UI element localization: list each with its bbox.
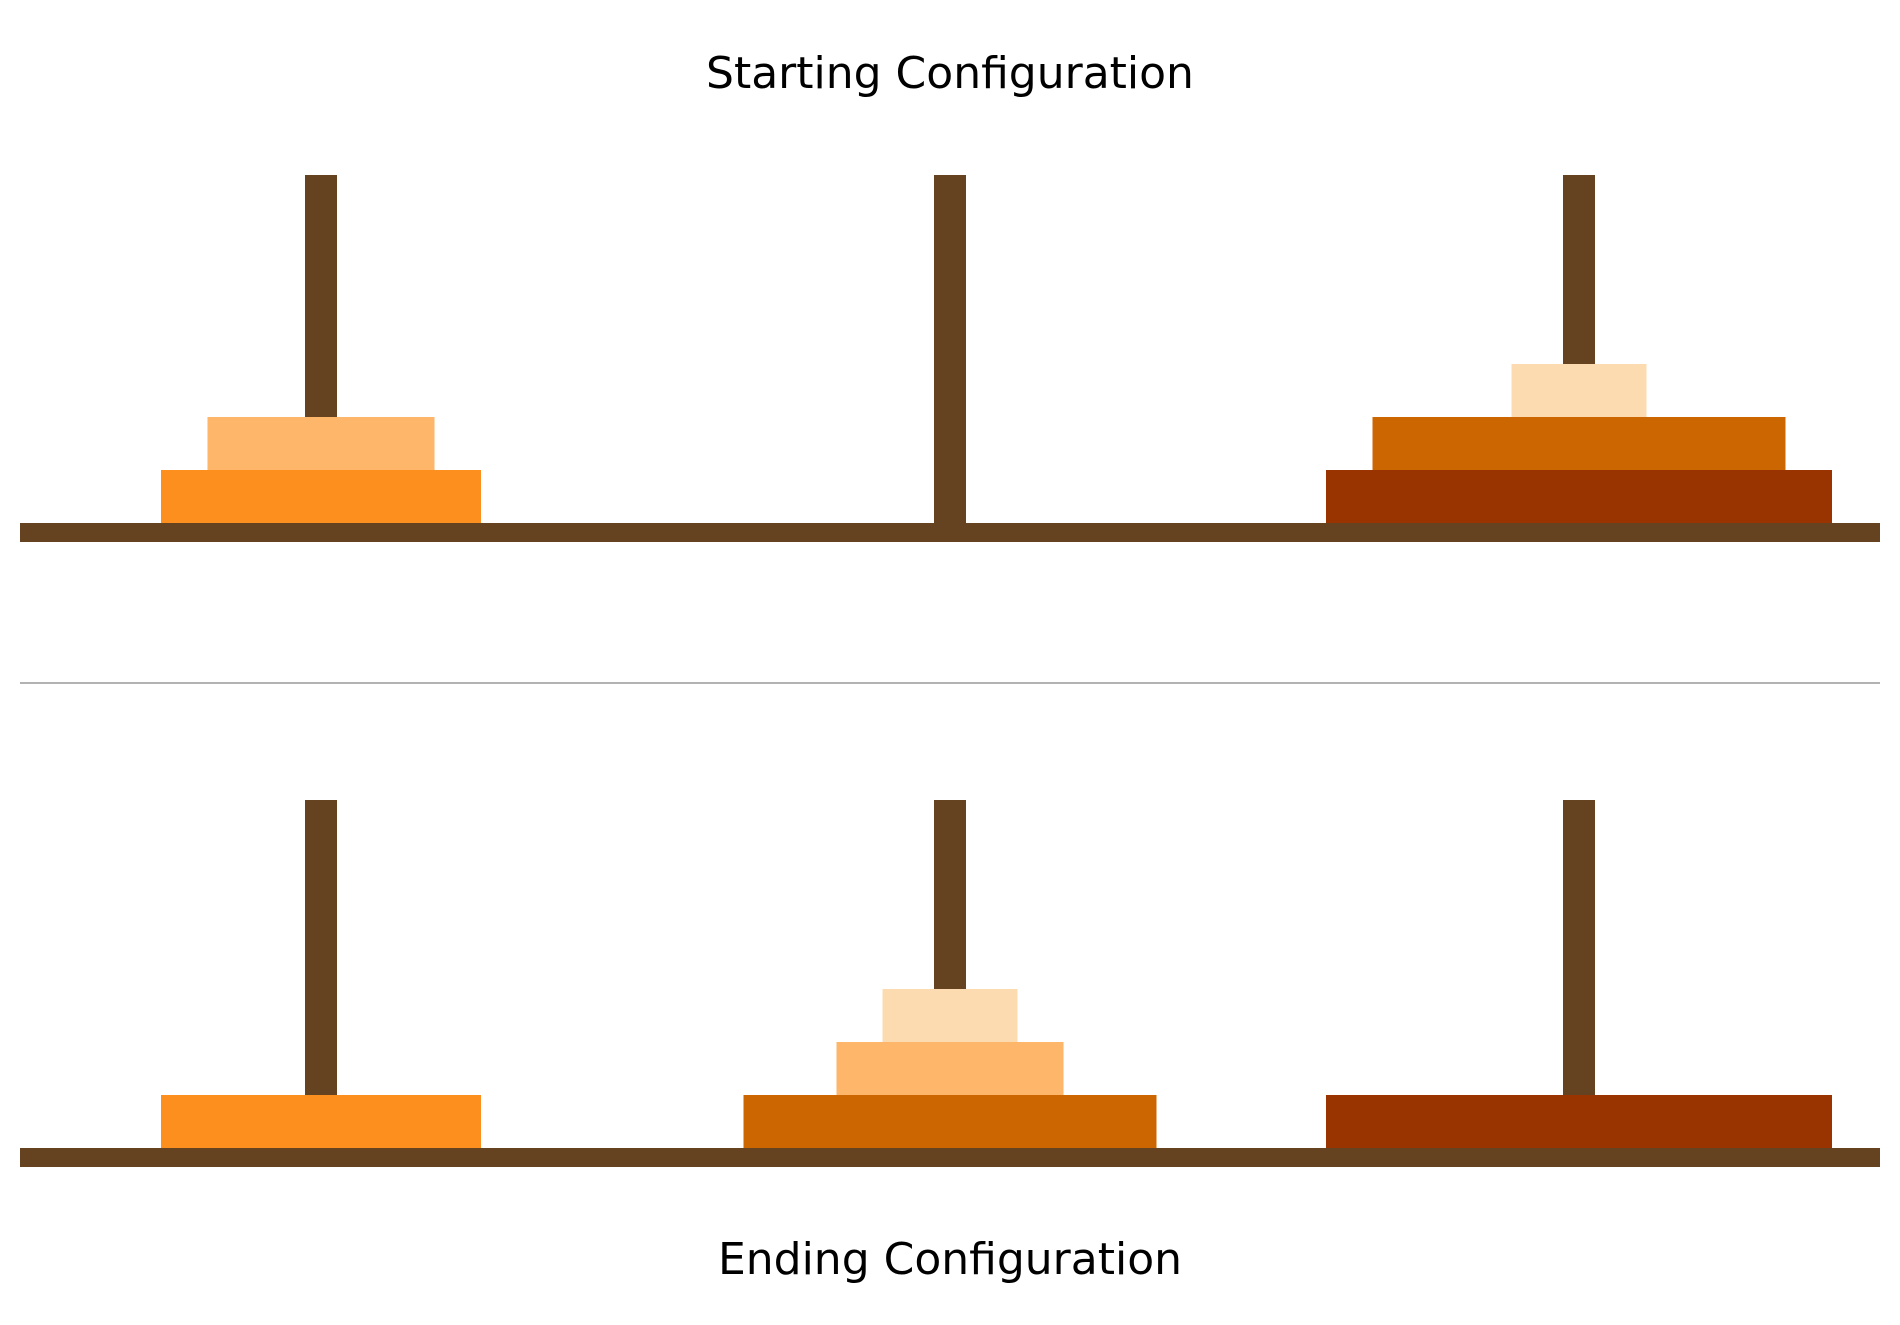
disk-size-2-peg-2 <box>836 1042 1064 1095</box>
starting-configuration-panel <box>20 175 1880 542</box>
base-board <box>20 523 1880 542</box>
peg-2 <box>934 175 966 525</box>
disk-size-1-peg-3 <box>1511 364 1647 417</box>
disk-size-2-peg-1 <box>207 417 435 470</box>
disk-size-3-peg-1 <box>161 470 481 523</box>
disk-size-5-peg-3 <box>1326 1095 1832 1148</box>
disk-size-4-peg-3 <box>1372 417 1786 470</box>
peg-1 <box>305 800 337 1150</box>
disk-size-1-peg-2 <box>882 989 1018 1042</box>
starting-configuration-title: Starting Configuration <box>706 48 1194 99</box>
disk-size-5-peg-3 <box>1326 470 1832 523</box>
base-board <box>20 1148 1880 1167</box>
disk-size-4-peg-2 <box>743 1095 1157 1148</box>
ending-configuration-title: Ending Configuration <box>717 1234 1183 1285</box>
disk-size-3-peg-1 <box>161 1095 481 1148</box>
peg-3 <box>1563 800 1595 1150</box>
ending-configuration-panel <box>20 800 1880 1167</box>
